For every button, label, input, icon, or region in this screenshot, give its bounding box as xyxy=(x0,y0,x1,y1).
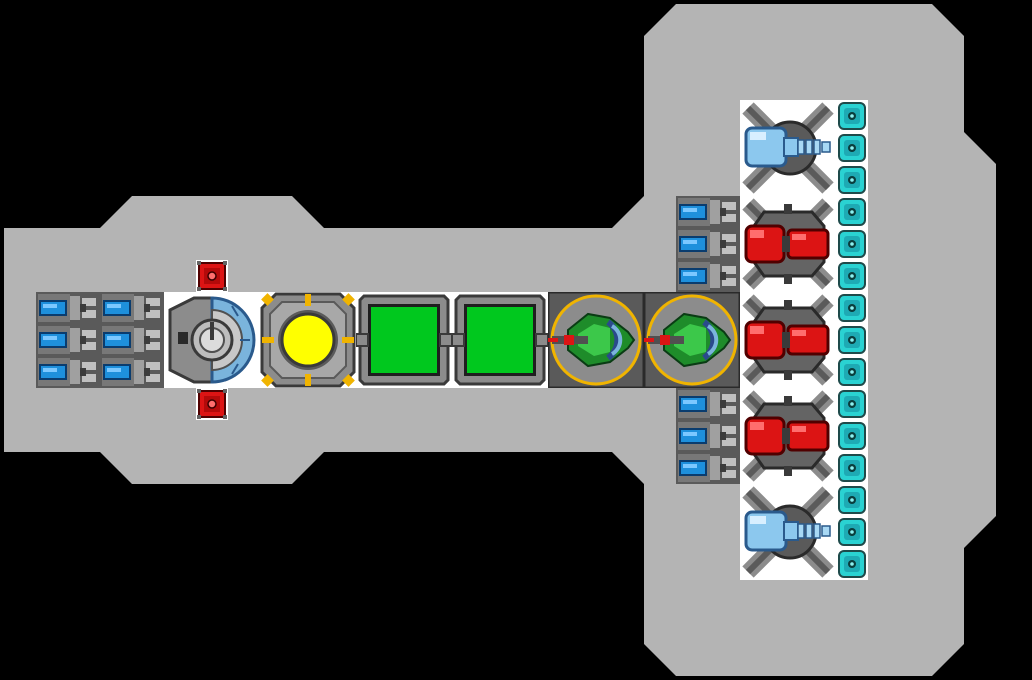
small-red-turret-icon[interactable] xyxy=(196,388,228,420)
cyan-armor-block-icon[interactable] xyxy=(836,324,868,356)
cyan-armor-block-icon[interactable] xyxy=(836,132,868,164)
cargo-container-icon[interactable] xyxy=(452,292,548,388)
thruster-icon[interactable] xyxy=(100,324,164,356)
fighter-bay-icon[interactable] xyxy=(548,292,644,388)
thruster-icon[interactable] xyxy=(676,388,740,420)
bridge-dome-icon[interactable] xyxy=(164,292,260,388)
red-cannon-icon[interactable] xyxy=(740,388,836,484)
fighter-bay-icon[interactable] xyxy=(644,292,740,388)
red-cannon-icon[interactable] xyxy=(740,196,836,292)
upper-side-thrusters xyxy=(676,196,740,292)
thruster-icon[interactable] xyxy=(676,260,740,292)
cyan-armor-block-icon[interactable] xyxy=(836,548,868,580)
cyan-armor-block-icon[interactable] xyxy=(836,484,868,516)
cyan-armor-block-icon[interactable] xyxy=(836,420,868,452)
cyan-armor-block-icon[interactable] xyxy=(836,196,868,228)
lower-side-thrusters xyxy=(676,388,740,484)
cyan-armor-block-icon[interactable] xyxy=(836,292,868,324)
cyan-armor-block-icon[interactable] xyxy=(836,516,868,548)
thruster-icon[interactable] xyxy=(36,324,100,356)
cargo-container-icon[interactable] xyxy=(356,292,452,388)
cyan-armor-block-icon[interactable] xyxy=(836,228,868,260)
thruster-icon[interactable] xyxy=(676,420,740,452)
thruster-icon[interactable] xyxy=(676,452,740,484)
front-armor-column xyxy=(836,100,868,580)
light-blue-cannon-icon[interactable] xyxy=(740,100,836,196)
rear-engine-cluster xyxy=(36,292,164,388)
cyan-armor-block-icon[interactable] xyxy=(836,452,868,484)
thruster-icon[interactable] xyxy=(676,196,740,228)
cyan-armor-block-icon[interactable] xyxy=(836,164,868,196)
cyan-armor-block-icon[interactable] xyxy=(836,100,868,132)
thruster-icon[interactable] xyxy=(100,292,164,324)
reactor-core-icon[interactable] xyxy=(260,292,356,388)
cyan-armor-block-icon[interactable] xyxy=(836,356,868,388)
thruster-icon[interactable] xyxy=(100,356,164,388)
cyan-armor-block-icon[interactable] xyxy=(836,260,868,292)
cyan-armor-block-icon[interactable] xyxy=(836,388,868,420)
thruster-icon[interactable] xyxy=(676,228,740,260)
thruster-icon[interactable] xyxy=(36,356,100,388)
thruster-icon[interactable] xyxy=(36,292,100,324)
small-red-turret-icon[interactable] xyxy=(196,260,228,292)
light-blue-cannon-icon[interactable] xyxy=(740,484,836,580)
red-cannon-icon[interactable] xyxy=(740,292,836,388)
